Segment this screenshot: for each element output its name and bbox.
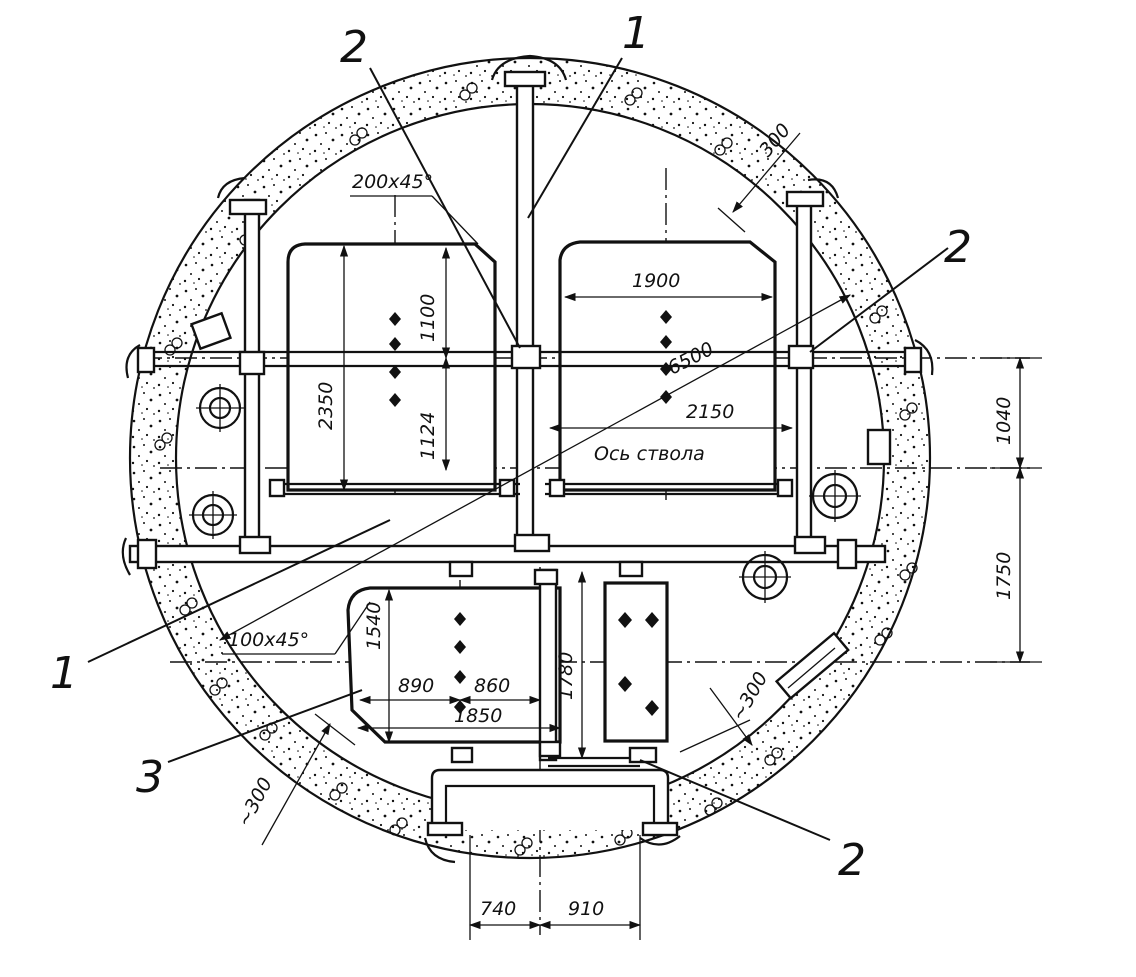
dim-1750: 1750 [993,552,1015,600]
chamfer-100x45: 100x45° [228,629,309,651]
dim-approx300-right: ~300 [727,668,772,724]
dim-2350: 2350 [315,382,337,430]
dim-1124: 1124 [417,412,439,460]
callout-1-top: 1 [622,8,650,59]
dimension-lines [222,132,1042,940]
dim-860: 860 [474,675,510,697]
callout-2-bottom: 2 [838,835,866,886]
bottom-u-frame [426,768,679,837]
dim-740: 740 [480,898,516,920]
dim-1540: 1540 [363,602,385,650]
callout-numbers: 1 2 2 1 3 2 [50,8,972,886]
dim-1900: 1900 [632,270,680,292]
shaft-axis-label: Ось ствола [594,443,705,465]
counterweight-lower-right [603,581,669,743]
dim-1040: 1040 [993,397,1015,445]
callout-3: 3 [136,752,164,803]
callout-1-left: 1 [50,648,78,699]
callout-2-top-left: 2 [340,22,368,73]
dim-2150: 2150 [686,401,734,423]
dim-910: 910 [568,898,604,920]
dim-1100: 1100 [417,294,439,342]
dim-890: 890 [398,675,434,697]
dim-approx300-left: ~300 [233,774,277,830]
callout-leaders [87,57,949,841]
dim-1850: 1850 [454,705,502,727]
chamfer-200x45: 200x45° [352,171,433,193]
dim-1780: 1780 [555,652,577,700]
callout-2-right: 2 [944,222,972,273]
